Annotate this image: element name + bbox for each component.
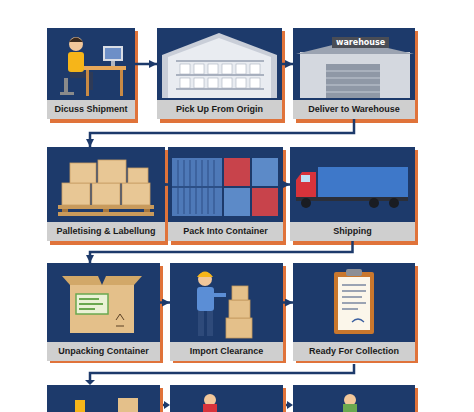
container-stack-icon <box>172 158 278 216</box>
flow-arrow <box>160 301 170 304</box>
open-box-icon <box>62 276 142 333</box>
step-label: Shipping <box>292 226 413 237</box>
label-bar: Import Clearance <box>170 342 283 361</box>
label-bar: Palletising & Labellung <box>47 222 165 241</box>
process-tile: Pick Up From Origin <box>157 28 282 119</box>
tile-panel <box>47 28 415 412</box>
process-tile: Import Clearance <box>170 263 283 361</box>
process-tile: Shipping <box>290 147 415 241</box>
flow-arrow <box>135 63 157 66</box>
step-label: Import Clearance <box>172 346 281 357</box>
process-tile: Pack Into Container <box>168 147 283 241</box>
worker-icon <box>197 272 252 339</box>
pallet-boxes-icon <box>58 160 154 216</box>
step-label: Palletising & Labellung <box>49 226 163 237</box>
step-label: Pack Into Container <box>170 226 281 237</box>
label-bar: Ready For Collection <box>293 342 415 361</box>
step-label: Unpacking Container <box>49 346 158 357</box>
warehouse-building-icon <box>296 40 414 98</box>
process-tile: Palletising & Labellung <box>47 147 165 241</box>
process-tile: Ready For Collection <box>293 263 415 361</box>
label-bar: Pack Into Container <box>168 222 283 241</box>
label-bar: Pick Up From Origin <box>157 100 282 119</box>
warehouse-interior-icon <box>162 33 277 98</box>
flow-arrow <box>283 301 293 304</box>
truck-icon <box>296 167 408 208</box>
step-label: Pick Up From Origin <box>159 104 280 115</box>
label-bar: Shipping <box>290 222 415 241</box>
flow-arrow <box>90 119 354 147</box>
flow-arrow <box>282 63 293 66</box>
step-label: Dicuss Shipment <box>49 104 133 115</box>
clipboard-icon <box>334 269 374 334</box>
flow-arrow <box>165 183 168 186</box>
flow-arrow <box>90 241 353 263</box>
label-bar: Dicuss Shipment <box>47 100 135 119</box>
step-label: Deliver to Warehouse <box>295 104 413 115</box>
process-tile: Unpacking Container <box>47 263 160 361</box>
flow-arrow <box>283 183 290 186</box>
row4-arrowhead <box>85 380 293 409</box>
label-bar: Deliver to Warehouse <box>293 100 415 119</box>
step-label: Ready For Collection <box>295 346 413 357</box>
person-desk-icon <box>60 37 126 96</box>
row4-connector <box>90 364 354 405</box>
process-tile: Dicuss Shipment <box>47 28 135 119</box>
sign-text: warehouse <box>332 37 389 48</box>
label-bar: Unpacking Container <box>47 342 160 361</box>
row4-icons <box>75 394 357 412</box>
